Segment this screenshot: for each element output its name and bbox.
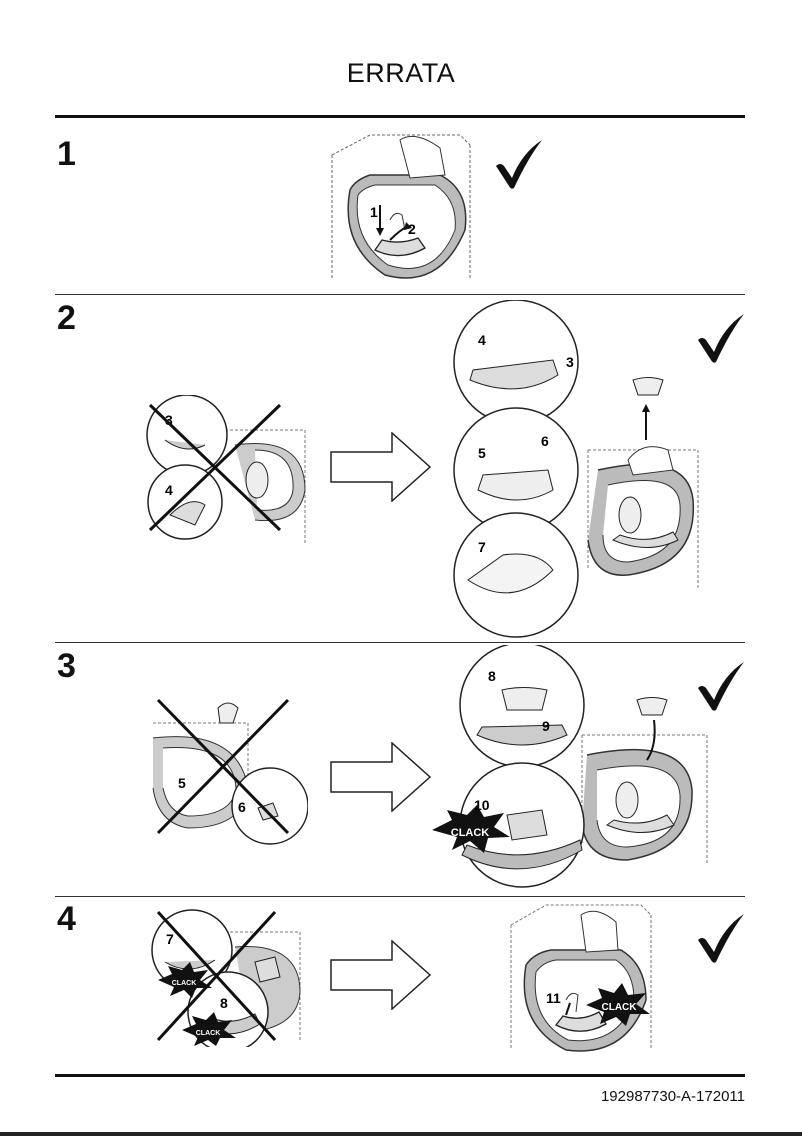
arrow-right-icon — [330, 432, 432, 502]
document-code: 192987730-A-172011 — [600, 1088, 745, 1105]
callout-4: 4 — [165, 482, 173, 498]
step-3-wrong-illustration: 5 6 — [148, 688, 308, 848]
step-4-correct-illustration: CLACK 11 — [506, 900, 666, 1058]
checkmark-icon — [694, 660, 746, 712]
cross-out-icon — [156, 910, 277, 1042]
header-divider — [55, 115, 745, 118]
step-2-correct-illustration: 4 3 5 6 7 — [448, 300, 708, 640]
callout-2: 2 — [408, 221, 416, 237]
callout-8: 8 — [220, 995, 228, 1011]
checkmark-icon — [492, 138, 544, 190]
callout-5: 5 — [478, 445, 486, 461]
step-4-wrong-illustration: CLACK CLACK 7 8 — [150, 902, 310, 1047]
cross-out-icon — [156, 698, 290, 835]
page-title: ERRATA — [346, 58, 456, 88]
callout-6: 6 — [238, 799, 246, 815]
clack-label: CLACK — [451, 827, 490, 839]
arrow-right-icon — [330, 940, 432, 1010]
callout-8: 8 — [488, 668, 496, 684]
callout-6: 6 — [541, 433, 549, 449]
footer-divider — [55, 1074, 745, 1077]
callout-11: 11 — [546, 990, 561, 1006]
clack-label: CLACK — [172, 980, 197, 987]
step-number-1: 1 — [57, 135, 76, 173]
step-number-2: 2 — [57, 299, 76, 337]
callout-1: 1 — [370, 204, 378, 220]
checkmark-icon — [694, 912, 746, 964]
clack-label: CLACK — [196, 1030, 221, 1037]
callout-3: 3 — [165, 412, 173, 428]
step-1-illustration: 1 2 — [330, 130, 480, 285]
callout-9: 9 — [542, 718, 550, 734]
clack-label: CLACK — [602, 1002, 638, 1013]
checkmark-icon — [694, 312, 746, 364]
callout-7: 7 — [478, 539, 486, 555]
step-number-4: 4 — [57, 900, 76, 938]
step-number-3: 3 — [57, 647, 76, 685]
arrow-right-icon — [330, 742, 432, 812]
section-divider — [55, 896, 745, 897]
section-divider — [55, 294, 745, 295]
callout-10: 10 — [474, 797, 490, 813]
callout-4: 4 — [478, 332, 486, 348]
page-bottom-edge — [0, 1132, 802, 1136]
callout-3: 3 — [566, 354, 574, 370]
callout-5: 5 — [178, 775, 186, 791]
cross-out-icon — [148, 403, 282, 532]
step-2-wrong-illustration: 3 4 — [145, 395, 310, 555]
callout-7: 7 — [166, 931, 174, 947]
section-divider — [55, 642, 745, 643]
step-3-correct-illustration: CLACK 8 9 10 — [422, 645, 712, 893]
